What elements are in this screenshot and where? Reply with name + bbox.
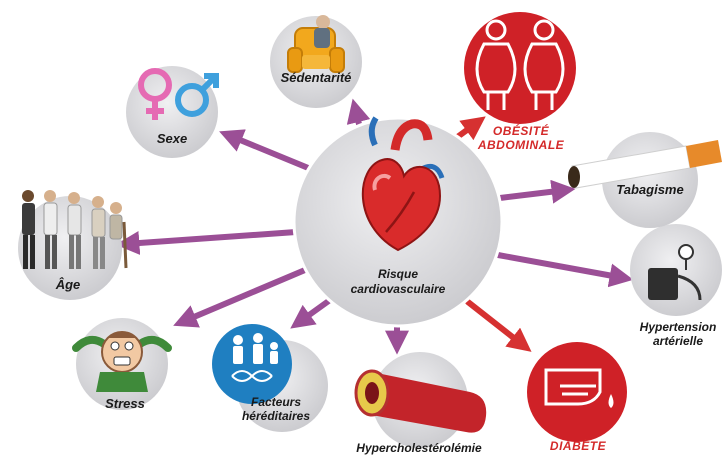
arrow-stress [173, 267, 308, 328]
center-label-line1: Risque [377, 267, 418, 281]
obese-figures-icon [475, 19, 565, 110]
sexe-label: Sexe [156, 131, 188, 146]
elderly-people-icon [22, 190, 128, 269]
age-label: Âge [55, 277, 81, 292]
finger-blood-drop-icon [544, 368, 614, 408]
sedentarite-label: Sédentarité [280, 70, 352, 85]
stress-label: Stress [105, 396, 145, 411]
obesite-label-line1: OBÉSITÉ [492, 124, 550, 138]
tabagisme-label: Tabagisme [616, 182, 684, 197]
heart-icon [361, 116, 445, 252]
arrow-tabagisme [497, 179, 576, 204]
obesite-label-line2: ABDOMINALE [477, 138, 565, 152]
arrow-sexe [219, 129, 321, 175]
hypercholesterolemie-label: Hypercholestérolémie [356, 441, 482, 455]
facteurs-circle-blue [212, 324, 292, 404]
arrow-age [115, 229, 299, 255]
diabete-label: DIABÈTE [549, 439, 607, 453]
facteurs-label-line2: héréditaires [241, 409, 311, 423]
artery-icon [354, 369, 487, 433]
stressed-face-icon [72, 331, 172, 392]
blood-pressure-monitor-icon [648, 244, 702, 301]
facteurs-label-line1: Facteurs [250, 395, 302, 409]
arrow-hypertension [495, 252, 634, 288]
armchair-icon [287, 15, 345, 73]
diabete-circle [527, 342, 627, 442]
gender-symbols-icon [138, 68, 219, 120]
hypertension-label-line1: Hypertension [639, 320, 717, 334]
arrow-facteurs [290, 297, 333, 329]
arrow-obesite [453, 116, 486, 141]
family-dna-icon [231, 333, 278, 382]
arrow-diabete [465, 299, 532, 352]
cigarette-icon [568, 140, 722, 189]
obesite-circle [464, 12, 576, 124]
center-label-line2: cardiovasculaire [350, 282, 446, 296]
hypertension-label-line2: artérielle [652, 334, 704, 348]
